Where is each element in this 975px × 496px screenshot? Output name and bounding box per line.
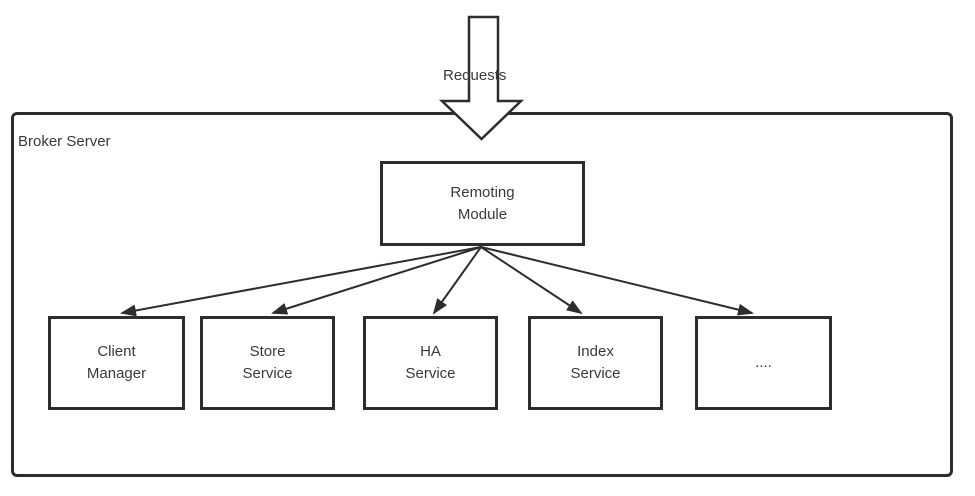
remoting-module-label: Remoting Module (450, 183, 515, 223)
connector-remoting-to-more-services (480, 246, 754, 316)
connector-remoting-to-ha-service (432, 246, 482, 315)
connector-remoting-to-client-manager (120, 246, 482, 317)
more-services-box: .... (695, 316, 832, 410)
broker-server-label: Broker Server (18, 133, 111, 150)
remoting-module-box: Remoting Module (380, 161, 585, 246)
client-manager-box: Client Manager (48, 316, 185, 410)
index-service-label: Index Service (570, 343, 621, 382)
ha-service-box: HA Service (363, 316, 498, 410)
requests-arrow-icon (438, 15, 525, 141)
connector-remoting-to-index-service (480, 246, 583, 315)
requests-label: Requests (443, 67, 507, 84)
index-service-box: Index Service (528, 316, 663, 410)
more-services-label: .... (755, 354, 772, 371)
store-service-box: Store Service (200, 316, 335, 410)
connector-remoting-to-store-service (271, 246, 482, 315)
client-manager-label: Client Manager (86, 343, 147, 382)
ha-service-label: HA Service (405, 343, 456, 382)
store-service-label: Store Service (242, 343, 293, 382)
